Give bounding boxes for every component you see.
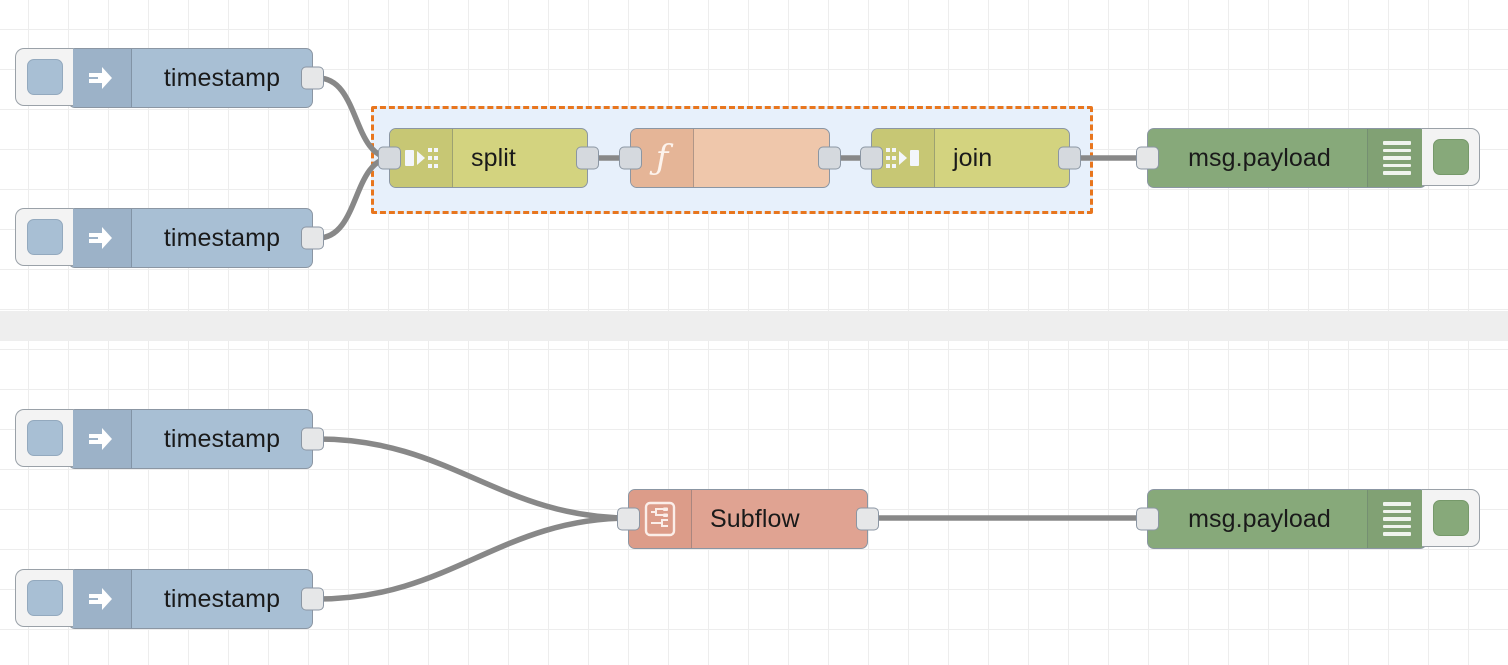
output-port[interactable] xyxy=(301,226,324,250)
inject-button-1[interactable] xyxy=(15,48,73,106)
output-port[interactable] xyxy=(856,507,879,531)
debug-toggle-square-icon xyxy=(1432,139,1469,175)
inject-arrow-icon xyxy=(69,49,132,107)
inject-arrow-icon xyxy=(69,570,132,628)
inject-node-label-3: timestamp xyxy=(163,424,281,453)
input-port[interactable] xyxy=(1136,507,1159,531)
inject-arrow-icon xyxy=(69,209,132,267)
function-node[interactable]: ƒ xyxy=(619,128,841,188)
inject-node-label-2: timestamp xyxy=(163,223,281,252)
inject-button-square-icon xyxy=(26,420,63,456)
output-port[interactable] xyxy=(301,66,324,90)
subflow-node-label: Subflow xyxy=(710,504,800,533)
inject-button-4[interactable] xyxy=(15,569,73,627)
inject-button-3[interactable] xyxy=(15,409,73,467)
wire-inject3-to-subflow xyxy=(315,436,633,521)
debug-toggle-button-2[interactable] xyxy=(1422,489,1480,547)
inject-node-timestamp-4[interactable]: timestamp xyxy=(15,569,324,629)
output-port[interactable] xyxy=(301,427,324,451)
output-port[interactable] xyxy=(1058,146,1081,170)
svg-text:ƒ: ƒ xyxy=(649,138,674,178)
debug-node-label-2: msg.payload xyxy=(1188,504,1331,533)
input-port[interactable] xyxy=(617,507,640,531)
split-node-label: split xyxy=(471,143,516,172)
input-port[interactable] xyxy=(860,146,883,170)
debug-bars-icon xyxy=(1367,490,1426,548)
inject-button-square-icon xyxy=(26,219,63,255)
flow-separator-band xyxy=(0,311,1508,341)
output-port[interactable] xyxy=(301,587,324,611)
inject-button-square-icon xyxy=(26,59,63,95)
subflow-icon xyxy=(629,490,692,548)
inject-node-label-1: timestamp xyxy=(163,63,281,92)
output-port[interactable] xyxy=(818,146,841,170)
debug-toggle-button-1[interactable] xyxy=(1422,128,1480,186)
join-node-label: join xyxy=(953,143,993,172)
subflow-node[interactable]: Subflow xyxy=(617,489,879,549)
inject-node-timestamp-3[interactable]: timestamp xyxy=(15,409,324,469)
wire-inject4-to-subflow xyxy=(315,515,633,602)
function-node-label xyxy=(694,129,829,187)
function-f-icon: ƒ xyxy=(631,129,694,187)
debug-toggle-square-icon xyxy=(1432,500,1469,536)
input-port[interactable] xyxy=(378,146,401,170)
inject-button-2[interactable] xyxy=(15,208,73,266)
output-port[interactable] xyxy=(576,146,599,170)
debug-node-1[interactable]: msg.payload xyxy=(1136,128,1480,188)
inject-arrow-icon xyxy=(69,410,132,468)
inject-node-timestamp-2[interactable]: timestamp xyxy=(15,208,324,268)
inject-button-square-icon xyxy=(26,580,63,616)
split-node[interactable]: split xyxy=(378,128,599,188)
input-port[interactable] xyxy=(1136,146,1159,170)
join-node[interactable]: join xyxy=(860,128,1081,188)
inject-node-label-4: timestamp xyxy=(163,584,281,613)
debug-bars-icon xyxy=(1367,129,1426,187)
inject-node-timestamp-1[interactable]: timestamp xyxy=(15,48,324,108)
input-port[interactable] xyxy=(619,146,642,170)
debug-node-label-1: msg.payload xyxy=(1188,143,1331,172)
debug-node-2[interactable]: msg.payload xyxy=(1136,489,1480,549)
